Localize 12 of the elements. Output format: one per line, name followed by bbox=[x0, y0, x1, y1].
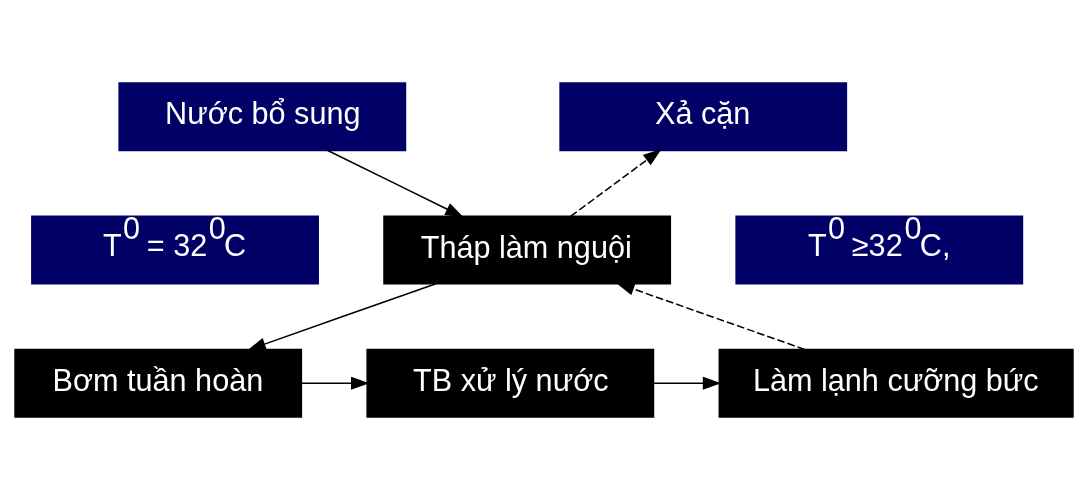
arrow bbox=[616, 282, 806, 351]
node-box: Làm lạnh cưỡng bức bbox=[718, 348, 1074, 418]
arrow bbox=[570, 149, 662, 217]
arrow bbox=[327, 149, 464, 218]
node-box: Bơm tuần hoàn bbox=[14, 348, 303, 418]
node-box: Nước bổ sung bbox=[118, 82, 407, 152]
node-box: Tháp làm nguội bbox=[383, 215, 672, 285]
arrow bbox=[652, 376, 722, 390]
arrow bbox=[301, 376, 370, 390]
arrow bbox=[247, 282, 437, 351]
node-box: TB xử lý nước bbox=[366, 348, 655, 418]
node-box: Xả cặn bbox=[559, 82, 848, 152]
